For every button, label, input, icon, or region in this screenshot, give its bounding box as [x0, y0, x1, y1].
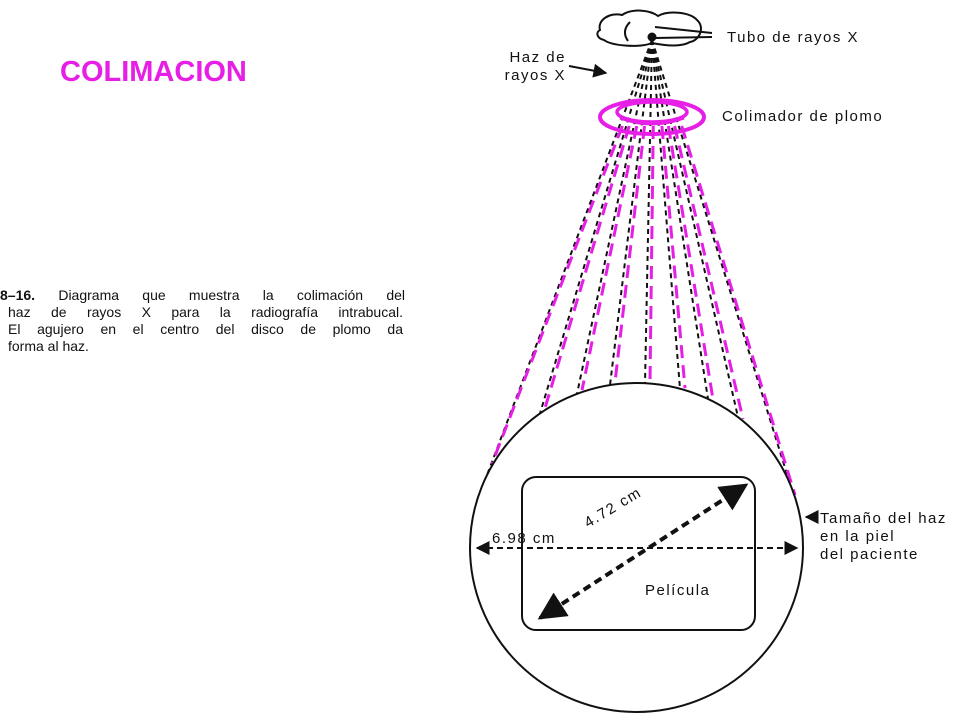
collimated-ray-line	[580, 125, 639, 391]
lead-collimator-hole-edge	[619, 116, 685, 126]
lead-collimator	[598, 98, 706, 136]
slide-title: COLIMACION	[60, 56, 247, 88]
film-label: Película	[645, 582, 710, 599]
beam-ray-line	[486, 39, 653, 476]
lead-collimator-outer-ring	[598, 98, 706, 136]
beam-ray-line	[609, 39, 653, 386]
beam-size-label-line-3: del paciente	[820, 546, 919, 563]
collimated-ray-line	[680, 125, 797, 496]
collimated-ray-line	[543, 125, 631, 409]
diagonal-dimension-line	[537, 483, 749, 620]
collimated-ray-line	[660, 125, 687, 389]
collimator-label: Colimador de plomo	[722, 108, 883, 125]
beam-label-line-2: rayos X	[505, 67, 566, 84]
width-dimension-label: 6.98 cm	[492, 530, 556, 547]
figure-caption: 8–16. Diagrama que muestra la colimación…	[0, 287, 405, 355]
beam-ray-line	[539, 39, 653, 414]
collimated-ray-line	[490, 125, 624, 465]
collimated-ray-line	[673, 125, 745, 420]
beam-ray-line	[651, 39, 709, 400]
beam-label-line-1: Haz de	[509, 49, 566, 66]
collimated-ray-line	[648, 125, 655, 382]
beam-ray-line	[644, 39, 653, 384]
collimated-ray-line	[666, 125, 715, 400]
beam-ray-line	[651, 39, 791, 485]
diagonal-dimension-label: 4.72 cm	[581, 484, 644, 531]
focal-spot	[647, 32, 657, 42]
beam-ray-line	[576, 39, 653, 395]
figure-number: 8–16.	[0, 287, 36, 303]
tube-label: Tubo de rayos X	[727, 29, 859, 46]
tube-pointer-line-top	[654, 26, 713, 34]
lead-collimator-inner-ring	[615, 100, 689, 124]
caption-line-1: 8–16. Diagrama que muestra la colimación…	[0, 287, 405, 304]
x-ray-tube-bracket	[624, 21, 631, 42]
x-ray-tube-housing	[596, 9, 702, 47]
caption-line-4: forma al haz.	[8, 338, 89, 354]
beam-size-label-line-1: Tamaño del haz	[820, 510, 947, 527]
beam-ray-line	[651, 39, 681, 389]
caption-line-3: El agujero en el centro del disco de plo…	[8, 321, 403, 337]
x-ray-beam	[486, 39, 797, 496]
beam-ray-line	[651, 39, 739, 418]
caption-text-1: Diagrama que muestra la colimación del	[58, 287, 406, 303]
beam-size-label-line-2: en la piel	[820, 528, 895, 545]
x-ray-tube	[596, 9, 713, 47]
collimated-ray-line	[613, 125, 647, 383]
beam-label-arrow	[568, 63, 608, 78]
beam-size-circle	[469, 382, 804, 713]
caption-line-2: haz de rayos X para la radiografía intra…	[8, 304, 403, 320]
tube-pointer-line-bottom	[654, 36, 713, 39]
